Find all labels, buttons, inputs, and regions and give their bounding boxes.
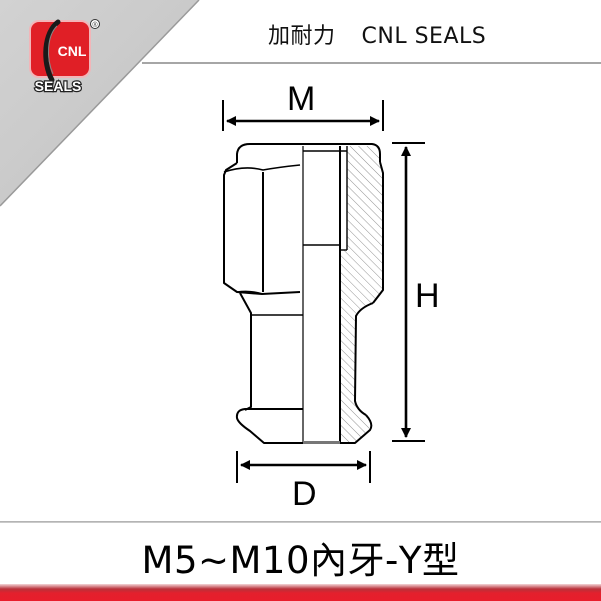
svg-text:CNL: CNL	[58, 43, 87, 59]
dimension-label-h: H	[415, 277, 440, 315]
footer-red-bar	[0, 584, 601, 601]
neck	[239, 292, 252, 411]
company-name-cn: 加耐力	[268, 24, 336, 49]
svg-text:SEALS: SEALS	[35, 78, 82, 94]
dimension-label-d: D	[292, 475, 317, 513]
top-flange	[236, 143, 381, 163]
section-hatch	[340, 146, 383, 443]
dimension-m	[222, 100, 384, 131]
cnl-seals-logo: CNL ® SEALS	[29, 19, 100, 94]
dimension-h	[392, 142, 425, 442]
product-caption: M5~M10內牙-Y型	[141, 539, 460, 582]
company-name-en: CNL SEALS	[361, 24, 487, 49]
bottom-flange	[235, 408, 373, 444]
dimension-d	[236, 451, 371, 483]
dimension-label-m: M	[287, 80, 316, 118]
header-title: 加耐力 CNL SEALS	[268, 18, 486, 50]
svg-text:®: ®	[92, 21, 98, 29]
caption-divider	[0, 521, 601, 523]
